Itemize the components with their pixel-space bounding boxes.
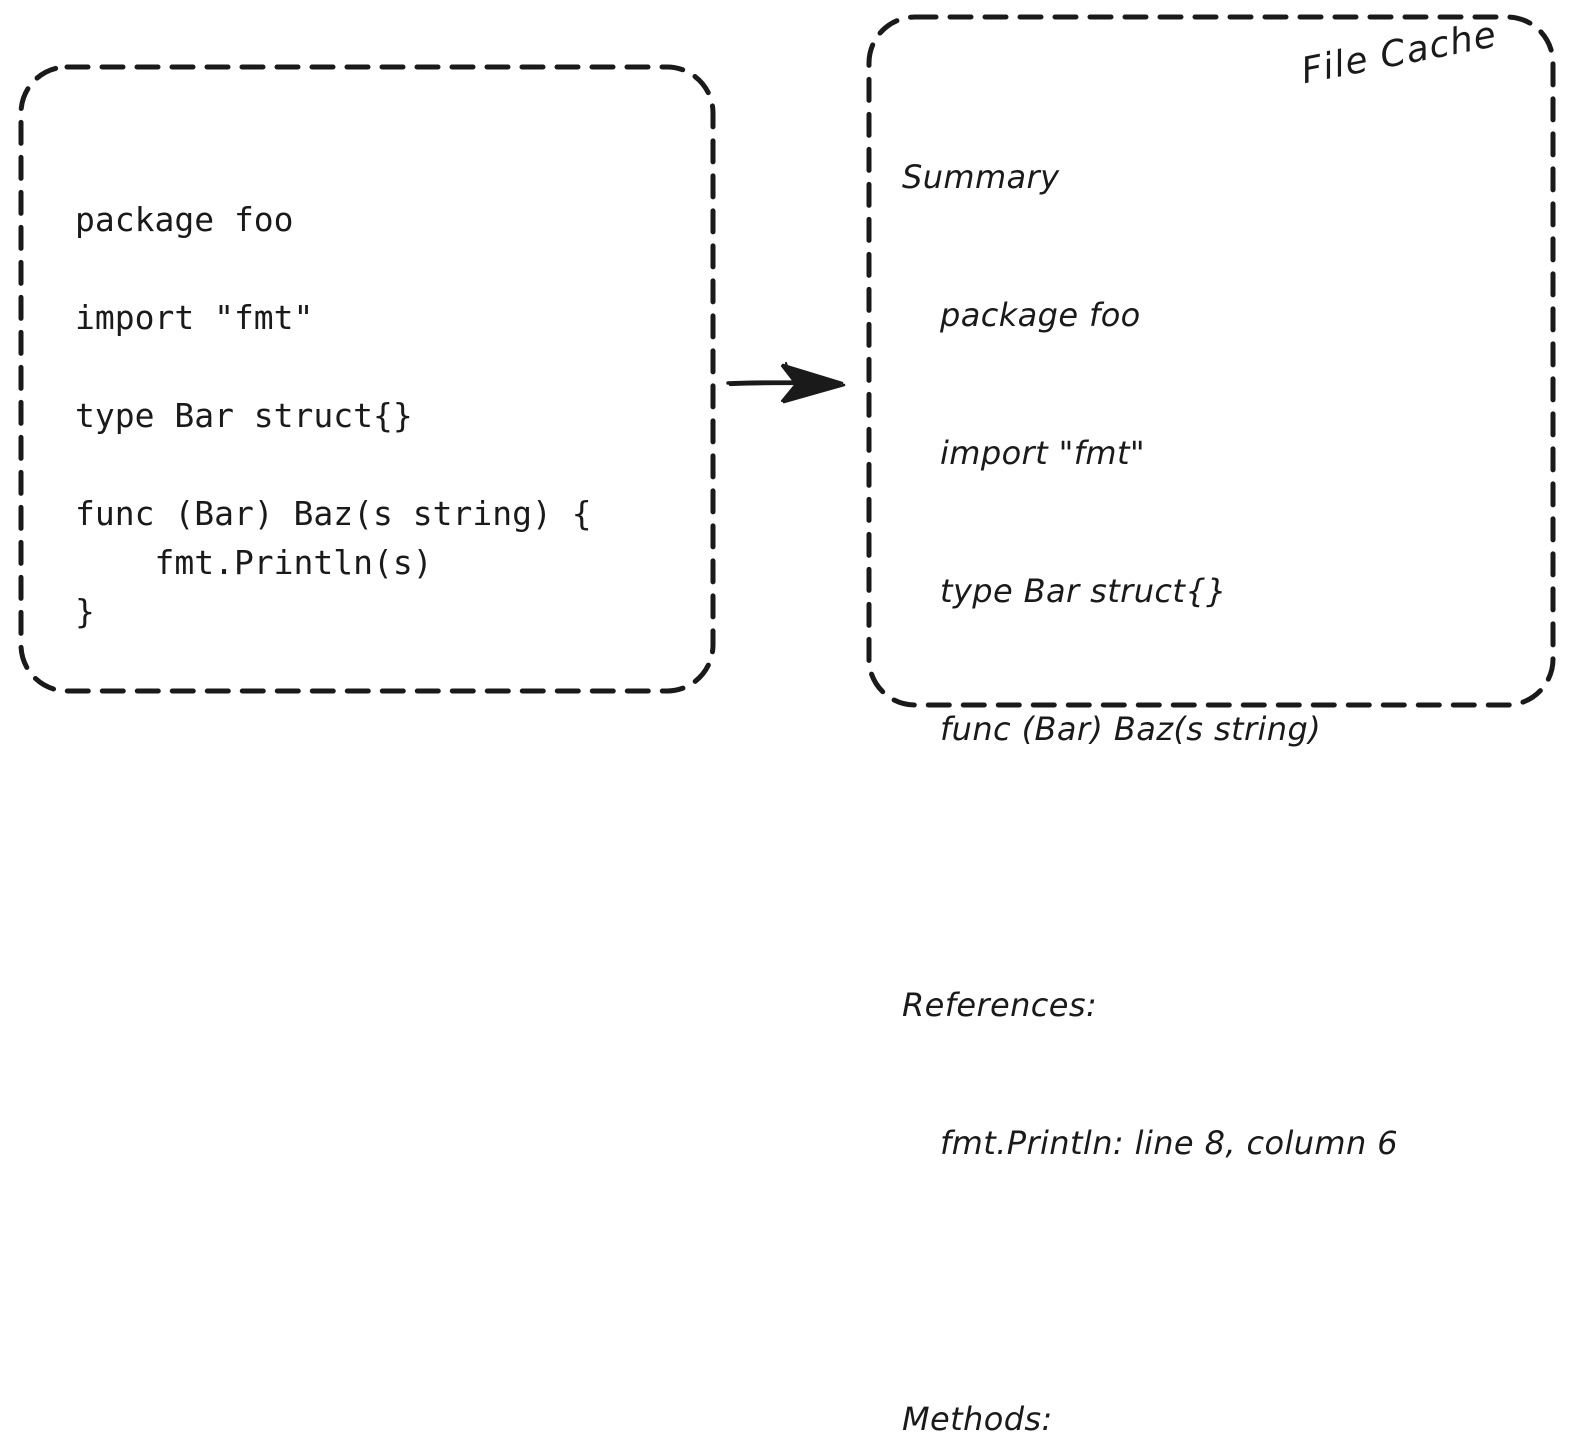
spacer-line [902,1258,1398,1304]
code-line-blank [75,440,592,489]
code-line: import "fmt" [75,298,314,337]
cache-box-content: File Cache Summary package foo import "f… [866,14,1556,1438]
code-line-blank [75,244,592,293]
code-line: package foo [75,200,294,239]
file-cache-box: File Cache Summary package foo import "f… [866,14,1556,1438]
references-heading: References: [902,986,1098,1024]
summary-item: import "fmt" [940,434,1146,472]
summary-item: func (Bar) Baz(s string) [940,710,1322,748]
diagram-canvas: package foo import "fmt" type Bar struct… [18,14,1556,1438]
code-line: fmt.Println(s) [75,543,433,582]
source-box-content: package foo import "fmt" type Bar struct… [18,64,716,694]
code-line-blank [75,342,592,391]
code-line: type Bar struct{} [75,396,413,435]
summary-heading: Summary [902,158,1060,196]
source-code-listing: package foo import "fmt" type Bar struct… [75,195,592,636]
code-line: } [75,592,95,631]
code-line: func (Bar) Baz(s string) { [75,494,592,533]
source-file-box: package foo import "fmt" type Bar struct… [18,64,716,694]
cache-summary-listing: Summary package foo import "fmt" type Ba… [902,62,1398,1444]
spacer-line [902,844,1398,890]
summary-item: package foo [940,296,1141,334]
source-to-cache-arrow [726,361,846,404]
references-item: fmt.Println: line 8, column 6 [940,1124,1399,1162]
methods-heading: Methods: [902,1400,1053,1438]
summary-item: type Bar struct{} [940,572,1227,610]
